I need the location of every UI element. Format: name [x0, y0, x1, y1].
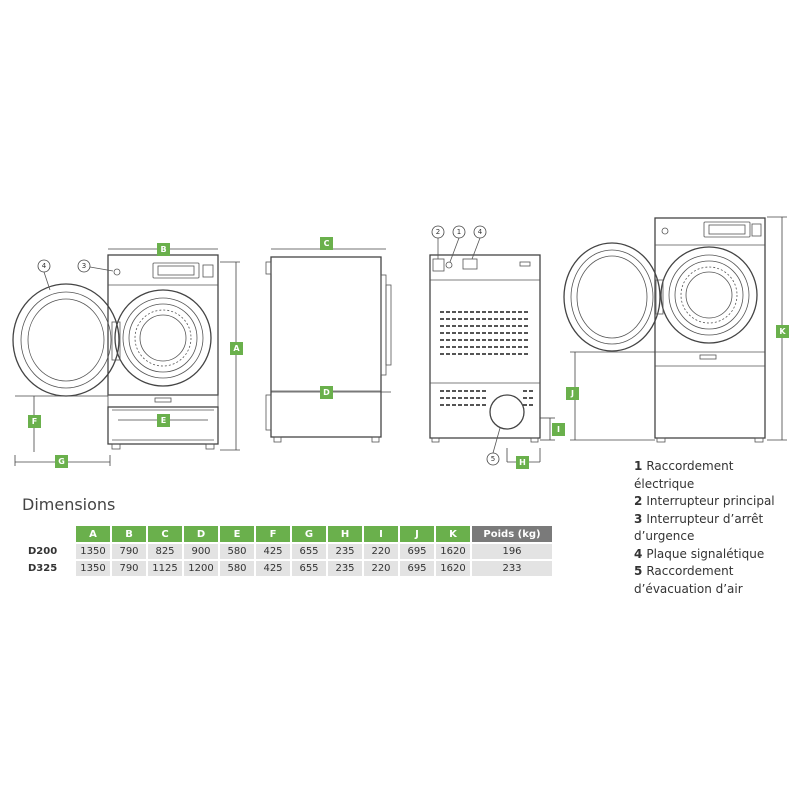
model-name: D200 [28, 546, 58, 557]
table-header-weight: Poids (kg) [472, 526, 552, 542]
svg-text:2: 2 [436, 228, 440, 236]
table-cell: 790 [112, 561, 146, 576]
table-cell: 695 [400, 544, 434, 559]
dimensions-table: A B C D E F G H I J K Poids (kg) D200 13… [22, 524, 554, 578]
table-cell: 220 [364, 561, 398, 576]
svg-text:5: 5 [491, 455, 495, 463]
svg-text:F: F [32, 417, 37, 426]
table-cell: 1350 [76, 561, 110, 576]
table-header: K [436, 526, 470, 542]
table-cell: 1620 [436, 544, 470, 559]
table-header: I [364, 526, 398, 542]
side-view [265, 248, 392, 443]
table-cell: 425 [256, 544, 290, 559]
badge-B: B [157, 243, 170, 256]
badge-G: G [55, 455, 68, 468]
table-header: F [256, 526, 290, 542]
badge-F: F [28, 415, 41, 428]
svg-text:E: E [161, 416, 166, 425]
callout-2-rear: 2 [431, 225, 445, 259]
svg-text:H: H [519, 458, 526, 467]
callout-4-rear: 4 [471, 225, 487, 260]
legend-text: Raccordement électrique [634, 459, 734, 491]
badge-A: A [230, 342, 243, 355]
svg-text:B: B [160, 245, 166, 254]
table-cell: 695 [400, 561, 434, 576]
table-cell: 1125 [148, 561, 182, 576]
badge-I: I [552, 423, 565, 436]
table-header: E [220, 526, 254, 542]
legend-number: 5 [634, 564, 643, 578]
legend-text: Interrupteur principal [646, 494, 775, 508]
callout-3-front: 3 [77, 259, 114, 273]
badge-K: K [776, 325, 789, 338]
table-cell: 425 [256, 561, 290, 576]
legend-number: 3 [634, 511, 643, 526]
svg-text:G: G [58, 457, 65, 466]
svg-text:K: K [779, 327, 786, 336]
front-view-door-open [12, 248, 240, 466]
table-header: J [400, 526, 434, 542]
callout-5-rear: 5 [486, 427, 501, 466]
legend-text: Plaque signalétique [646, 546, 765, 561]
table-cell: 1620 [436, 561, 470, 576]
svg-text:3: 3 [82, 262, 86, 270]
svg-text:D: D [323, 388, 330, 397]
table-cell: 655 [292, 561, 326, 576]
svg-text:J: J [570, 389, 574, 398]
table-header: H [328, 526, 362, 542]
table-header-row: A B C D E F G H I J K Poids (kg) [24, 526, 552, 542]
table-cell: 1200 [184, 561, 218, 576]
svg-text:A: A [233, 344, 240, 353]
badge-H: H [516, 456, 529, 469]
svg-text:I: I [557, 425, 560, 434]
table-cell: 580 [220, 544, 254, 559]
table-header: A [76, 526, 110, 542]
callout-1-rear: 1 [449, 225, 466, 263]
rear-view [429, 254, 555, 463]
legend-number: 1 [634, 459, 643, 473]
table-cell: 655 [292, 544, 326, 559]
table-cell: 825 [148, 544, 182, 559]
table-header: B [112, 526, 146, 542]
table-cell-weight: 233 [472, 561, 552, 576]
table-cell: 900 [184, 544, 218, 559]
pedestal-view [563, 216, 787, 443]
table-cell: 220 [364, 544, 398, 559]
svg-text:4: 4 [42, 262, 47, 270]
badge-D: D [320, 386, 333, 399]
table-cell: 1350 [76, 544, 110, 559]
legend-number: 2 [634, 494, 643, 508]
table-cell: 790 [112, 544, 146, 559]
callout-4-front: 4 [37, 259, 51, 291]
table-header: G [292, 526, 326, 542]
table-cell: 580 [220, 561, 254, 576]
table-cell: 235 [328, 561, 362, 576]
svg-text:C: C [324, 239, 330, 248]
table-corner [24, 526, 74, 542]
table-row: D200 1350 790 825 900 580 425 655 235 22… [24, 544, 552, 559]
legend-number: 4 [634, 546, 643, 561]
table-header: D [184, 526, 218, 542]
dimensions-title: Dimensions [22, 495, 116, 514]
table-cell: 235 [328, 544, 362, 559]
badge-E: E [157, 414, 170, 427]
svg-text:1: 1 [457, 228, 461, 236]
model-name: D325 [28, 563, 58, 574]
table-cell-weight: 196 [472, 544, 552, 559]
badge-C: C [320, 237, 333, 250]
table-row: D325 1350 790 1125 1200 580 425 655 235 … [24, 561, 552, 576]
svg-text:4: 4 [478, 228, 483, 236]
table-header: C [148, 526, 182, 542]
legend-text: Raccordement d’évacuation d’air [634, 564, 743, 596]
badge-J: J [566, 387, 579, 400]
technical-drawing: A B E F G C D I H J K 4 3 2 1 4 5 [12, 216, 789, 469]
legend-text: Interrupteur d’arrêt d’urgence [634, 511, 764, 544]
